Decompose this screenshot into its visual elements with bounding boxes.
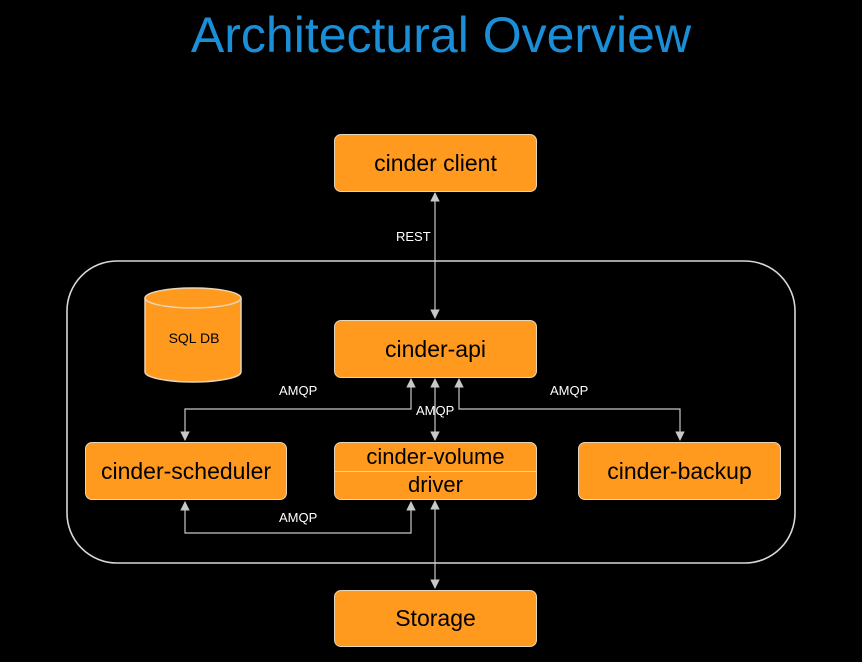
- cinder-scheduler-node: cinder-scheduler: [85, 442, 287, 500]
- page-title: Architectural Overview: [190, 7, 692, 63]
- storage-node: Storage: [334, 590, 537, 647]
- sql-db-label: SQL DB: [168, 330, 220, 346]
- cinder-scheduler-label: cinder-scheduler: [100, 457, 272, 484]
- driver-label: driver: [407, 472, 463, 498]
- cinder-api-node: cinder-api: [334, 320, 537, 378]
- cinder-backup-node: cinder-backup: [578, 442, 781, 500]
- storage-label: Storage: [395, 605, 476, 631]
- rest-edge-label: REST: [396, 229, 431, 244]
- amqp-bottom-edge-label: AMQP: [279, 510, 318, 525]
- cinder-volume-label: cinder-volume: [366, 443, 505, 469]
- edge-scheduler-volume: [180, 501, 416, 534]
- sql-db-cylinder: [144, 287, 242, 383]
- cinder-client-label: cinder client: [374, 149, 497, 176]
- volume-driver-divider: [335, 470, 536, 472]
- amqp-left-edge-label: AMQP: [279, 383, 318, 398]
- edge-api-backup: [454, 378, 685, 441]
- edge-api-scheduler: [180, 378, 416, 441]
- cinder-api-label: cinder-api: [385, 335, 486, 362]
- cinder-backup-label: cinder-backup: [607, 457, 752, 484]
- cinder-volume-node: cinder-volume driver: [334, 442, 537, 500]
- amqp-right-edge-label: AMQP: [550, 383, 589, 398]
- cinder-client-node: cinder client: [334, 134, 537, 192]
- amqp-center-edge-label: AMQP: [416, 403, 455, 418]
